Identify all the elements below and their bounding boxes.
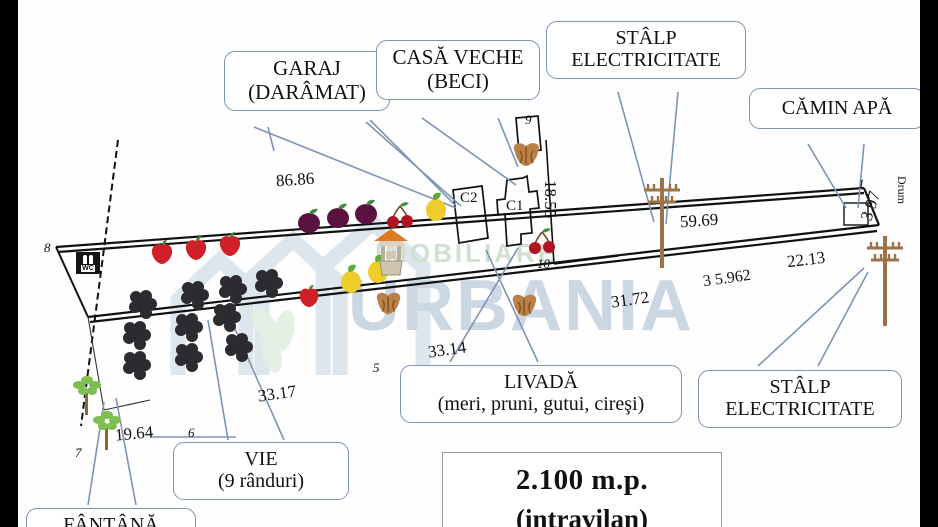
grape-cluster-icon — [213, 303, 241, 332]
callout-garaj-line2: (DARÂMAT) — [248, 79, 366, 104]
grape-cluster-icon — [123, 351, 151, 380]
point-9: 9 — [525, 112, 532, 127]
building-label-c1: C1 — [506, 198, 524, 214]
tree-icon — [93, 411, 121, 450]
cherry-icon — [529, 228, 555, 254]
callout-fantana-line1: FÂNTÂNĂ — [63, 514, 159, 527]
callout-stalp2-line2: ELECTRICITATE — [725, 398, 875, 421]
point-5: 5 — [373, 360, 380, 375]
callout-stalp-electricitate-2[interactable]: STÂLP ELECTRICITATE — [698, 370, 902, 428]
quince-icon — [341, 264, 361, 293]
callout-fantana[interactable]: FÂNTÂNĂ — [26, 508, 196, 527]
callout-stalp2-line1: STÂLP — [769, 376, 831, 398]
grape-cluster-icon — [175, 313, 203, 342]
plum-icon — [327, 203, 349, 228]
callout-livada-line2: (meri, pruni, gutui, cireşi) — [437, 393, 645, 416]
walnut-icon — [512, 294, 537, 317]
point-10: 10 — [537, 256, 550, 271]
area-sub: (intravilan) — [516, 504, 648, 527]
point-7: 7 — [75, 445, 82, 460]
callout-camin-apa[interactable]: CĂMIN APĂ — [749, 88, 920, 130]
area-value: 2.100 m.p. — [515, 464, 649, 496]
callout-casa-line2: (BECI) — [427, 68, 489, 93]
area-box: 2.100 m.p. (intravilan) — [442, 452, 722, 527]
callout-livada[interactable]: LIVADĂ (meri, pruni, gutui, cireşi) — [400, 365, 682, 423]
dimension-86-86: 86.86 — [275, 168, 315, 191]
callout-casa-veche[interactable]: CASĂ VECHE (BECI) — [376, 40, 540, 101]
quince-icon — [426, 192, 446, 221]
grape-cluster-icon — [225, 333, 253, 362]
callout-vie-line1: VIE — [244, 448, 278, 470]
walnut-icon — [513, 143, 539, 166]
apple-icon — [151, 240, 173, 264]
callout-camin-line1: CĂMIN APĂ — [781, 97, 893, 119]
callout-garaj[interactable]: GARAJ (DARÂMAT) — [224, 51, 390, 112]
callout-garaj-line1: GARAJ — [273, 56, 341, 80]
power-pole-icon — [867, 236, 903, 326]
grape-cluster-icon — [255, 269, 283, 298]
point-6: 6 — [188, 425, 195, 440]
cadastral-plan-sheet: IMOBILIARE URBANIA — [18, 0, 920, 527]
callout-stalp1-line2: ELECTRICITATE — [571, 49, 721, 72]
apple-icon — [299, 284, 319, 308]
callout-vie-line2: (9 rânduri) — [217, 470, 305, 493]
callout-livada-line1: LIVADĂ — [503, 371, 579, 393]
dimension-59-69: 59.69 — [679, 209, 719, 232]
apple-icon — [185, 236, 207, 260]
wc-sign-icon: WC — [76, 252, 100, 274]
walnut-icon — [376, 292, 401, 315]
water-well-icon — [374, 229, 408, 276]
apple-icon — [219, 232, 241, 256]
dimension-19-64: 19.64 — [114, 422, 154, 445]
grape-cluster-icon — [129, 290, 157, 319]
callout-vie[interactable]: VIE (9 rânduri) — [173, 442, 349, 500]
dimension-18-55: 18.55 — [541, 180, 560, 219]
callout-stalp-electricitate-1[interactable]: STÂLP ELECTRICITATE — [546, 21, 746, 79]
power-pole-icon — [644, 178, 680, 268]
callout-stalp1-line1: STÂLP — [615, 27, 677, 49]
callout-casa-line1: CASĂ VECHE — [392, 45, 524, 69]
road-label: Drum — [895, 176, 909, 204]
point-1: 1 — [858, 176, 865, 191]
point-8: 8 — [44, 240, 51, 255]
grape-cluster-icon — [175, 343, 203, 372]
grape-cluster-icon — [123, 321, 151, 350]
building-label-c2: C2 — [460, 190, 478, 206]
plum-icon — [298, 208, 320, 233]
plum-icon — [355, 199, 377, 224]
tree-icon — [73, 376, 101, 415]
wc-sign-label: WC — [81, 264, 95, 272]
